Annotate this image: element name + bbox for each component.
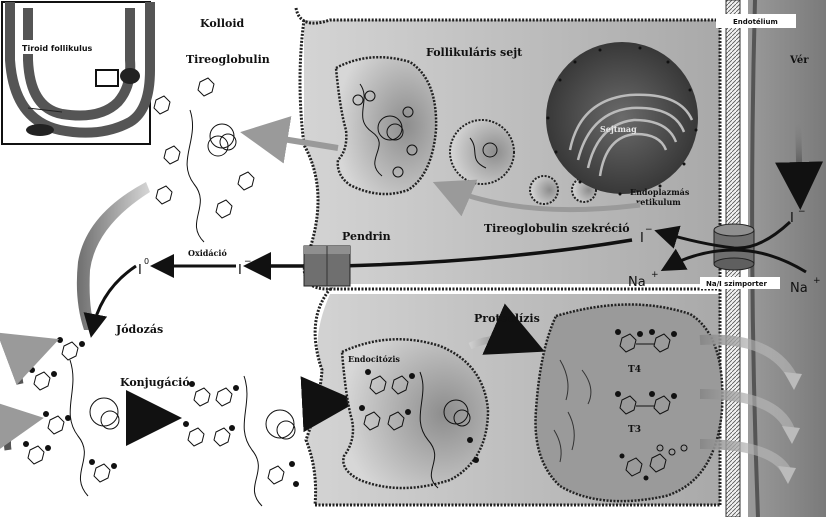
hormone-release-arrowheads: [778, 372, 802, 484]
iodide-entry-arrow: [654, 220, 792, 250]
endocytosed-thyroglobulin: [363, 371, 471, 489]
er-label-line1: Endoplazmás: [630, 187, 690, 197]
symporter-label-box: [700, 277, 780, 289]
iodide-cell-label: I: [640, 231, 644, 246]
secretion-arrow: [432, 179, 641, 217]
iodinated-thyroglobulin: [27, 341, 120, 497]
iodine-sup: 0: [144, 257, 149, 266]
sodium-blood-sup: +: [813, 276, 821, 286]
iodine-atoms-conjugated: [183, 381, 299, 487]
secretion-label: Tireoglobulin szekréció: [484, 222, 630, 235]
thyroglobulin-molecule: [153, 77, 255, 243]
iodide-efflux-arrow: [243, 238, 633, 280]
oxidation-label: Oxidáció: [188, 248, 227, 258]
blood-label: Vér: [789, 55, 809, 66]
endoplasmic-reticulum: [568, 93, 694, 177]
nucleus-ribosome-dots: [546, 46, 698, 196]
sodium-entry-arrow: [660, 248, 807, 274]
iodination-curl-arrow-2: [0, 398, 44, 455]
iodination-curl-arrow-1: [0, 332, 60, 385]
hormone-release-arrows: [699, 334, 797, 473]
proteolysis-label: Proteolízis: [474, 312, 540, 325]
vesicle-thyroglobulin: [352, 83, 418, 178]
t4-iodine-atoms: [615, 329, 677, 337]
sodium-cell-label: Na: [628, 275, 646, 290]
sodium-cell-sup: +: [651, 270, 659, 280]
follicular-cell-label: Follikuláris sejt: [426, 46, 523, 59]
apical-vesicle: [334, 56, 438, 196]
lysosome: [534, 303, 724, 503]
conjugated-thyroglobulin: [187, 375, 296, 507]
exocytosis-arrow: [240, 116, 339, 164]
t3-iodine-atoms: [615, 391, 677, 399]
iodination-label: Jódozás: [115, 323, 163, 336]
iodine-label: I: [138, 263, 142, 278]
colloid-label: Kolloid: [200, 17, 245, 30]
lysosome-iodine-dots: [619, 453, 649, 481]
endothelium-label: Endotélium: [733, 18, 778, 26]
blood-iodide-arrow: [775, 119, 824, 210]
iodine-atoms-vesicle: [359, 369, 479, 463]
t4-label: T4: [628, 365, 641, 375]
proteolysis-arrow: [468, 303, 545, 355]
iodide-cell-sup: −: [645, 225, 653, 235]
iodide-colloid-sup: −: [244, 257, 252, 267]
inset-label: Tiroid follikulus: [22, 44, 93, 53]
iodination-flow-arrow: [76, 182, 150, 330]
symporter-label: Na/I szimporter: [706, 280, 767, 288]
nucleus: [546, 42, 698, 194]
pendrin-label: Pendrin: [342, 230, 391, 243]
pendrin-channel: [303, 245, 351, 287]
er-label-line2: retikulum: [636, 197, 681, 207]
t3-molecule: [619, 395, 671, 415]
t3-label: T3: [628, 425, 641, 435]
endocytosis-arrow: [300, 376, 358, 433]
thyroglobulin-label: Tireoglobulin: [186, 53, 270, 66]
inset-thyroid-follicle: [1, 1, 155, 145]
lysosome-fragments: [553, 359, 592, 463]
nucleus-label: Sejtmag: [600, 124, 637, 134]
endocytosis-label: Endocitózis: [348, 354, 400, 364]
blood-region: [748, 0, 826, 517]
iodide-blood-label: I: [790, 211, 794, 226]
amino-acid-fragments: [625, 444, 688, 477]
iodide-colloid-label: I: [238, 263, 242, 278]
conjugation-label: Konjugáció: [120, 376, 190, 389]
iodide-blood-sup: −: [798, 207, 806, 217]
endothelium-label-box: [716, 14, 796, 28]
iodine-to-iodination-arrow: [83, 264, 137, 338]
cell-membrane-top: [294, 7, 718, 25]
t4-molecule: [619, 333, 671, 353]
sodium-blood-label: Na: [790, 281, 808, 296]
iodine-atoms-left: [23, 337, 117, 469]
